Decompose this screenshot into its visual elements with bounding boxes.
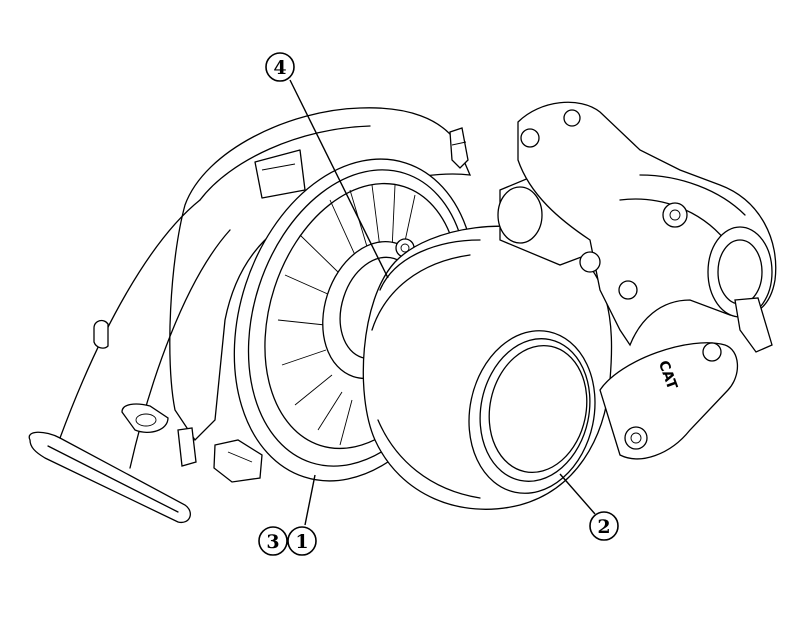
- leader-4: [289, 79, 389, 279]
- callout-4-label: 4: [273, 57, 286, 79]
- wastegate-actuator: CAT: [449, 101, 777, 460]
- callout-4: 4: [265, 52, 295, 82]
- callout-leaders: [289, 79, 596, 526]
- leader-1: [304, 474, 316, 526]
- compressor-housing: [362, 225, 613, 510]
- callout-2: 2: [589, 511, 619, 541]
- callout-1-label: 1: [295, 531, 308, 553]
- callout-3: 3: [258, 526, 288, 556]
- turbine-housing: [28, 107, 472, 524]
- leader-2: [559, 473, 596, 515]
- callout-3-label: 3: [266, 531, 279, 553]
- callout-2-label: 2: [597, 516, 610, 538]
- callout-1: 1: [287, 526, 317, 556]
